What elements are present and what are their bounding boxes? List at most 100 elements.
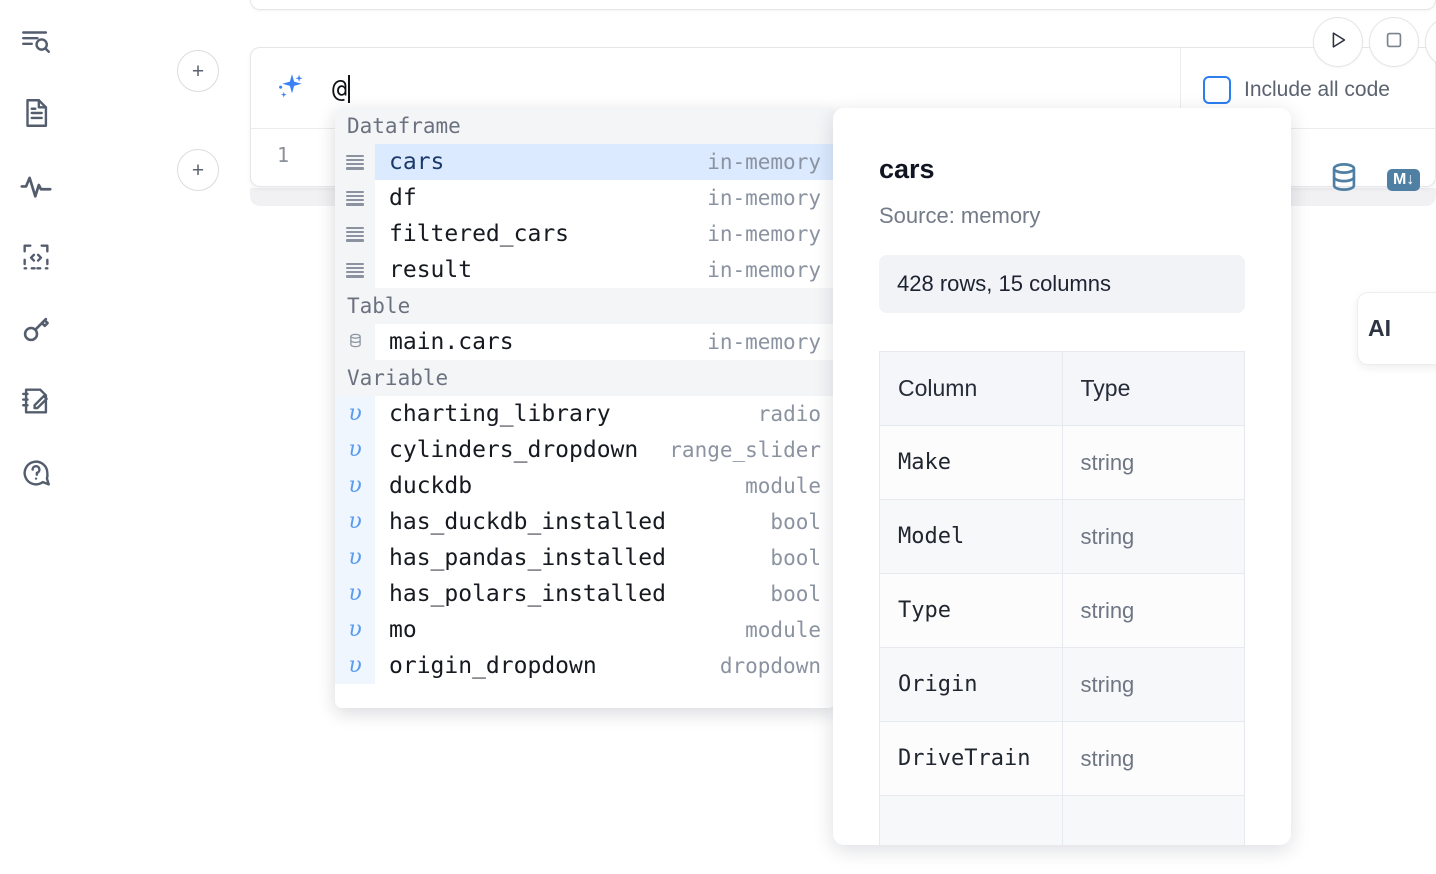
cell-tools: M↓ [1327, 160, 1421, 199]
autocomplete-item-gutter: υ [335, 576, 375, 612]
variable-icon: υ [348, 509, 362, 534]
autocomplete-item-name: origin_dropdown [389, 653, 597, 679]
autocomplete-item[interactable]: υ mo module [335, 612, 835, 648]
autocomplete-item-name: cylinders_dropdown [389, 437, 639, 463]
sidebar-item-help[interactable] [13, 450, 59, 496]
autocomplete-item-type: module [745, 618, 821, 642]
include-all-code-label: Include all code [1244, 78, 1390, 101]
variable-icon: υ [348, 653, 362, 678]
code-snippet-icon [19, 240, 53, 274]
text-caret [348, 74, 351, 103]
autocomplete-item-name: mo [389, 617, 417, 643]
schema-column-name: Model [879, 499, 1063, 574]
ai-prompt-input[interactable]: @ [332, 73, 351, 103]
variable-icon: υ [348, 401, 362, 426]
help-chat-icon [19, 456, 53, 490]
autocomplete-item-body: origin_dropdown dropdown [375, 648, 835, 684]
stop-button[interactable] [1369, 17, 1419, 67]
autocomplete-item[interactable]: υ has_pandas_installed bool [335, 540, 835, 576]
detail-title: cars [879, 154, 935, 184]
autocomplete-item-gutter: υ [335, 432, 375, 468]
autocomplete-item-type: bool [770, 546, 821, 570]
play-icon [1327, 29, 1349, 56]
autocomplete-item-body: df in-memory [375, 180, 835, 216]
dataframe-detail-panel: cars Source: memory 428 rows, 15 columns… [833, 108, 1291, 845]
autocomplete-group-header: Variable [335, 360, 835, 396]
database-icon[interactable] [1327, 160, 1361, 199]
schema-column-type: string [1061, 647, 1245, 722]
line-number: 1 [277, 143, 290, 167]
run-button[interactable] [1313, 17, 1363, 67]
checkbox-box[interactable] [1203, 76, 1231, 104]
autocomplete-item-type: in-memory [707, 186, 821, 210]
autocomplete-item-name: has_polars_installed [389, 581, 666, 607]
autocomplete-item[interactable]: υ origin_dropdown dropdown [335, 648, 835, 684]
ai-prompt-row[interactable]: @ [251, 48, 1181, 128]
table-row-partial [879, 795, 1245, 845]
key-icon [19, 312, 53, 346]
sidebar-item-document[interactable] [13, 90, 59, 136]
autocomplete-item-gutter [335, 252, 375, 288]
autocomplete-item-name: has_pandas_installed [389, 545, 666, 571]
autocomplete-item-gutter: υ [335, 540, 375, 576]
ai-chip[interactable]: AI [1357, 292, 1436, 365]
autocomplete-item-gutter: υ [335, 504, 375, 540]
schema-column-name: Make [879, 425, 1063, 500]
dataframe-icon [346, 154, 364, 170]
detail-shape-badge: 428 rows, 15 columns [879, 255, 1245, 313]
sidebar-item-snippets[interactable] [13, 234, 59, 280]
autocomplete-item-type: dropdown [719, 654, 821, 678]
detail-source: Source: memory [879, 203, 1041, 228]
cell-above-partial[interactable] [250, 0, 1436, 10]
sparkle-icon [273, 71, 307, 105]
dataframe-icon [346, 226, 364, 242]
activity-icon [19, 168, 53, 202]
add-cell-button-top[interactable]: + [177, 50, 219, 92]
sidebar-rail [0, 0, 72, 874]
autocomplete-item-name: df [389, 185, 417, 211]
autocomplete-item-body: has_pandas_installed bool [375, 540, 835, 576]
autocomplete-item-gutter [335, 216, 375, 252]
sidebar-item-outline-search[interactable] [13, 18, 59, 64]
search-outline-icon [19, 24, 53, 58]
document-icon [19, 96, 53, 130]
autocomplete-item[interactable]: df in-memory [335, 180, 835, 216]
add-cell-button-bottom[interactable]: + [177, 149, 219, 191]
ai-prompt-value: @ [332, 73, 348, 103]
autocomplete-item-gutter: υ [335, 612, 375, 648]
schema-column-name [879, 795, 1063, 845]
schema-column-type [1061, 795, 1245, 845]
sidebar-item-secrets[interactable] [13, 306, 59, 352]
markdown-icon[interactable]: M↓ [1387, 168, 1421, 191]
dataframe-icon [346, 262, 364, 278]
sidebar-item-scratchpad[interactable] [13, 378, 59, 424]
autocomplete-item-type: in-memory [707, 150, 821, 174]
include-all-code-checkbox[interactable]: Include all code [1203, 76, 1390, 104]
sidebar-item-activity[interactable] [13, 162, 59, 208]
variable-icon: υ [348, 617, 362, 642]
autocomplete-group-header: Dataframe [335, 108, 835, 144]
autocomplete-item-name: result [389, 257, 473, 283]
schema-column-name: Origin [879, 647, 1063, 722]
variable-icon: υ [348, 437, 362, 462]
autocomplete-item-type: radio [757, 402, 821, 426]
autocomplete-item-name: filtered_cars [389, 221, 570, 247]
table-header-row: Column Type [879, 351, 1245, 426]
